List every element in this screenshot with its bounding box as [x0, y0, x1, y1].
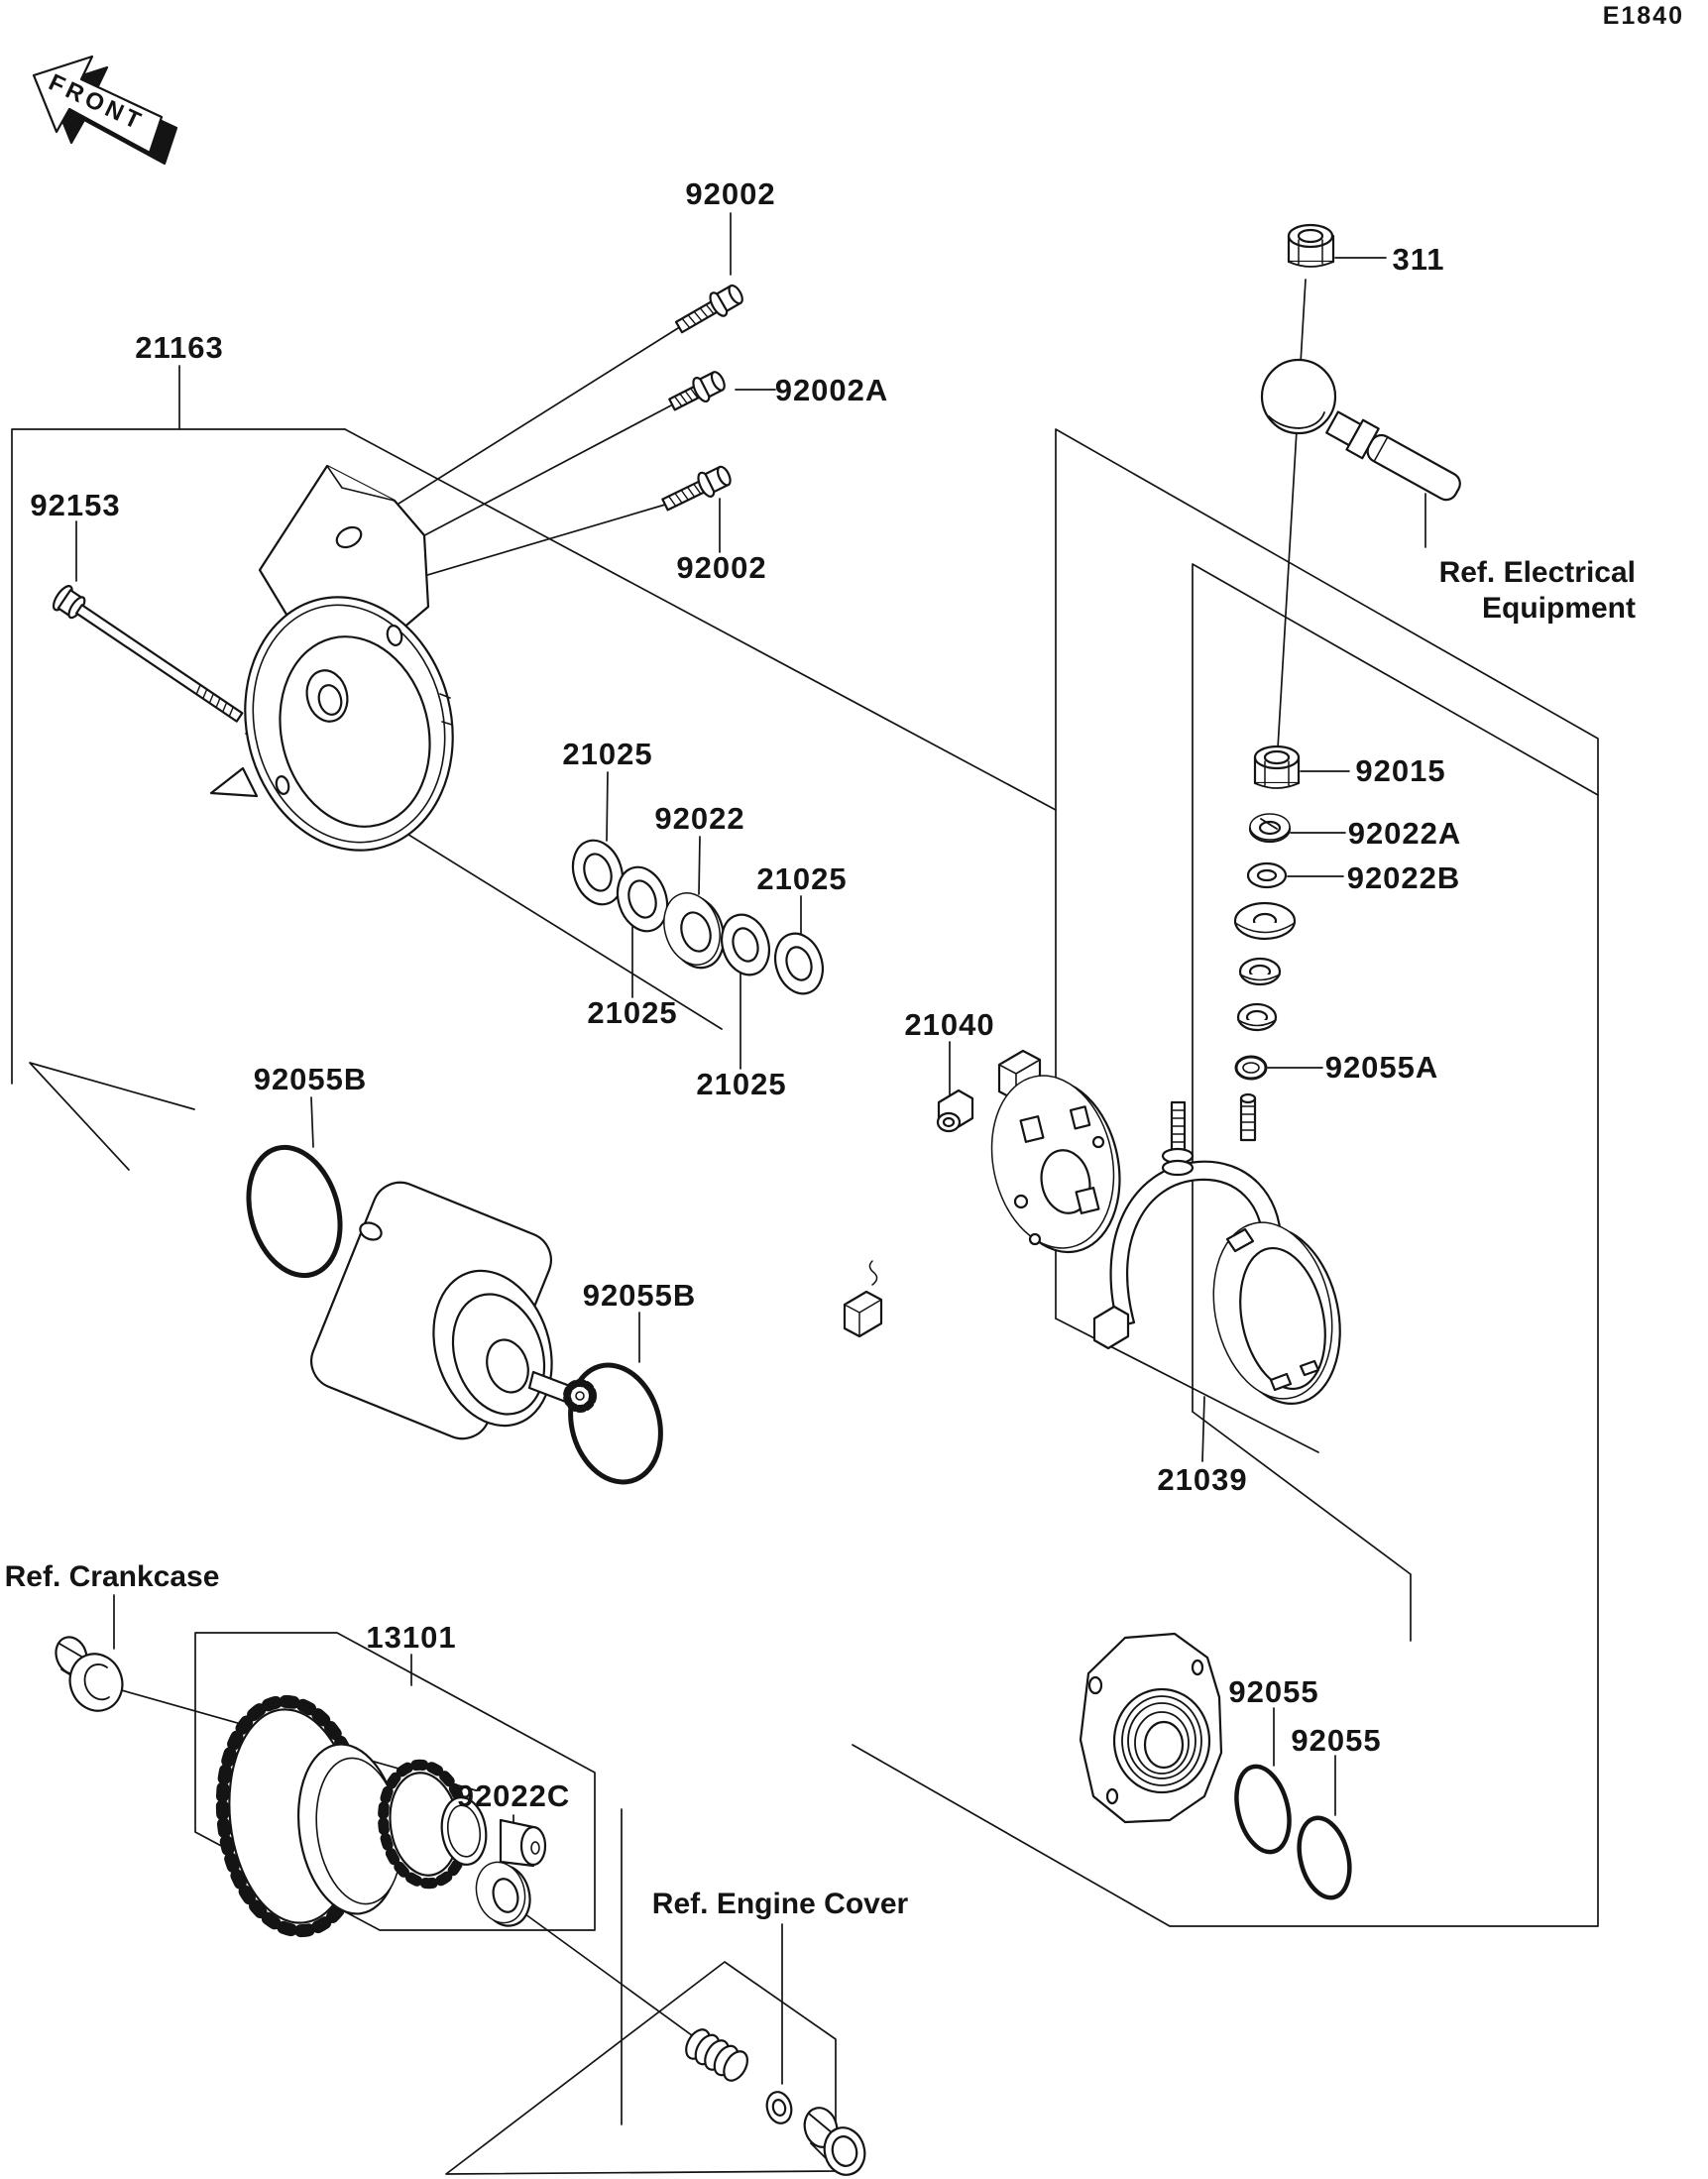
- part-label-21163: 21163: [135, 330, 224, 365]
- lock-washer-92022a: [1248, 813, 1292, 844]
- washer-92022c: [475, 1861, 531, 1927]
- o-ring-92055a: [1234, 1055, 1268, 1081]
- washer-large-plain: [1233, 901, 1297, 941]
- nut-92015: [1253, 745, 1301, 789]
- part-label-92022b: 92022B: [1346, 860, 1461, 895]
- reduction-gear-13101: [215, 1694, 547, 1938]
- washer-small-2: [1236, 1002, 1278, 1032]
- end-cover-ring: [1212, 1221, 1341, 1405]
- part-label-21025-1: 21025: [562, 737, 653, 771]
- electrical-terminal: [1260, 358, 1461, 502]
- brush-box-3: [843, 1260, 883, 1338]
- washer-21025-2: [616, 865, 669, 933]
- part-label-92153: 92153: [30, 488, 121, 522]
- part-label-92055b-left: 92055B: [253, 1062, 368, 1096]
- crankcase-bushing: [55, 1636, 124, 1712]
- part-label-92002a: 92002A: [774, 373, 889, 407]
- washer-small-1: [1238, 957, 1282, 986]
- return-spring: [685, 2028, 748, 2082]
- motor-body: [310, 1181, 597, 1440]
- washer-21025-4: [774, 932, 824, 995]
- part-label-21039: 21039: [1157, 1462, 1248, 1497]
- part-label-92015: 92015: [1355, 753, 1446, 788]
- o-ring-92055-left: [1234, 1764, 1292, 1855]
- washer-21025-3: [721, 913, 770, 976]
- part-label-21040: 21040: [904, 1007, 995, 1042]
- bolt-92002a: [668, 371, 726, 411]
- o-ring-92055b-right: [568, 1362, 663, 1485]
- part-label-92022c: 92022C: [456, 1778, 571, 1813]
- part-label-92055b-right: 92055B: [582, 1278, 697, 1313]
- part-label-21025-4: 21025: [696, 1067, 787, 1101]
- page-code: E1840: [1602, 2, 1684, 30]
- motor-end-cap: [209, 596, 454, 852]
- brush-21040: [936, 1089, 974, 1133]
- part-label-92002-bottom: 92002: [676, 550, 767, 585]
- part-label-92055-right: 92055: [1291, 1723, 1382, 1758]
- part-label-92022a: 92022A: [1347, 816, 1462, 851]
- ref-electrical-equipment: Ref. Electrical Equipment: [1438, 556, 1636, 625]
- o-ring-92055-right: [1297, 1815, 1352, 1900]
- bolt-92153: [52, 585, 244, 723]
- small-washer-engine-cover: [765, 2091, 793, 2124]
- part-label-311: 311: [1392, 242, 1445, 277]
- bolt-92002-top: [674, 284, 743, 334]
- brush-holder-plate: [990, 1075, 1121, 1254]
- front-arrow-icon: [32, 55, 178, 166]
- clutch-housing: [1079, 1632, 1223, 1824]
- bolt-92002-bottom: [661, 465, 732, 512]
- cover-bushing: [803, 2107, 866, 2176]
- washer-21025-1: [571, 839, 625, 906]
- ref-crankcase: Ref. Crankcase: [4, 1560, 220, 1593]
- ref-engine-cover: Ref. Engine Cover: [651, 1888, 909, 1920]
- o-ring-92055b-left: [246, 1144, 343, 1279]
- part-label-92022: 92022: [654, 801, 745, 836]
- washer-92022: [663, 892, 726, 970]
- assembly-group-boxes: [11, 428, 1599, 2175]
- washer-92022b: [1246, 861, 1288, 889]
- motor-clamp-bracket: [258, 464, 430, 648]
- part-label-92055-left: 92055: [1228, 1674, 1319, 1709]
- part-label-21025-2: 21025: [756, 861, 848, 896]
- part-label-92055a: 92055A: [1324, 1050, 1439, 1085]
- terminal-stud: [1239, 1092, 1257, 1142]
- nut-311: [1287, 223, 1335, 268]
- part-label-92002-top: 92002: [685, 176, 776, 211]
- part-label-21025-3: 21025: [587, 995, 678, 1030]
- part-label-13101: 13101: [366, 1620, 457, 1655]
